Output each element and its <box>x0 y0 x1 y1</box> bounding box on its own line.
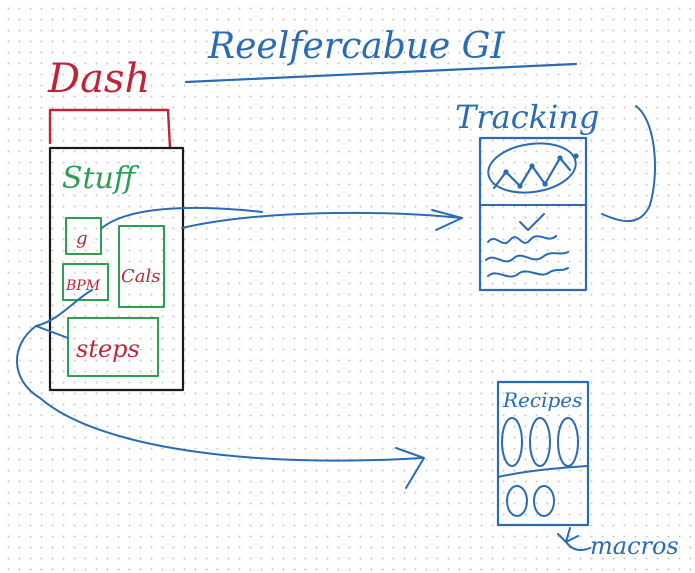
graph-point <box>529 163 535 169</box>
macro-icon <box>533 485 555 517</box>
arrowhead-tracking <box>431 209 463 231</box>
scribble-line-3 <box>487 267 569 278</box>
recipes-header: Recipes <box>502 388 582 412</box>
dash-bracket <box>48 108 172 150</box>
graph-point <box>503 169 509 175</box>
connector-recipes-branch <box>35 325 69 339</box>
dash-header: Stuff <box>62 161 140 196</box>
graph-circle <box>487 142 577 194</box>
dash-panel: Stuff g Cals BPM steps <box>48 146 185 392</box>
graph-points <box>503 153 579 189</box>
tracking-panel <box>478 136 588 292</box>
recipe-card-icon <box>529 417 551 467</box>
graph-point <box>557 155 563 161</box>
steps-widget <box>67 317 159 377</box>
arrowhead-recipes <box>395 447 425 489</box>
connector-recipes <box>16 325 423 462</box>
macros-arrowhead <box>557 533 579 543</box>
bpm-widget-label: BPM <box>65 278 101 294</box>
title-underline <box>184 62 578 84</box>
recipes-frame <box>496 380 590 527</box>
macro-icon <box>506 485 528 517</box>
scribble-line-2 <box>485 251 569 263</box>
tracking-frame <box>478 136 588 292</box>
check-icon <box>519 213 545 231</box>
page-title: Reelfercabue GI <box>207 26 505 67</box>
dash-frame <box>48 146 185 392</box>
small-widget-label: g <box>76 228 88 249</box>
bpm-widget <box>62 263 109 301</box>
connector-tracking-b <box>181 211 463 229</box>
cals-widget <box>118 225 165 308</box>
recipes-divider <box>497 465 589 478</box>
graph-point <box>573 153 579 159</box>
macros-label: macros <box>590 532 679 560</box>
recipes-panel: Recipes <box>496 380 590 527</box>
graph-point <box>542 181 548 187</box>
small-widget <box>65 217 102 255</box>
dash-label: Dash <box>47 56 150 102</box>
steps-widget-label: steps <box>76 335 140 363</box>
recipe-card-icon <box>501 417 523 467</box>
connector-recipes-start <box>35 289 93 327</box>
connector-tracking-a <box>101 206 263 229</box>
graph-point <box>517 183 523 189</box>
cals-widget-label: Cals <box>121 266 161 287</box>
recipe-card-icon <box>557 417 579 467</box>
tracking-header: Tracking <box>455 98 599 136</box>
tracking-bracket <box>601 105 657 223</box>
macros-arrow <box>565 527 591 551</box>
scribble-line-1 <box>487 235 557 245</box>
